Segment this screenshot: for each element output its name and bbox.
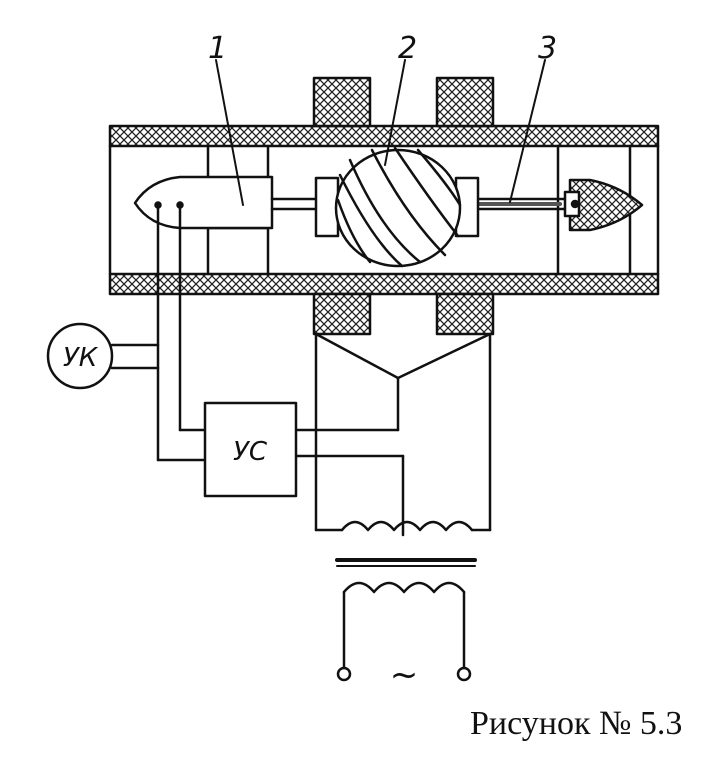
screw-rotor	[314, 146, 480, 268]
us-label: УС	[233, 437, 268, 467]
magnet-cores	[312, 76, 495, 336]
sensor-wires	[110, 203, 405, 537]
figure-caption: Рисунок № 5.3	[470, 705, 683, 742]
tube-housing	[108, 124, 660, 296]
part-3-label: 3	[538, 31, 557, 66]
ac-symbol: ~	[390, 655, 419, 695]
leader-lines	[215, 59, 546, 206]
us-box	[203, 401, 298, 498]
uk-meter	[46, 322, 114, 390]
core-branch	[314, 332, 492, 532]
part-1-label: 1	[208, 31, 227, 66]
cone-tip	[563, 178, 644, 232]
sensor-body	[133, 175, 274, 230]
uk-label: УК	[63, 343, 99, 373]
part-2-label: 2	[398, 31, 417, 66]
transformer	[314, 520, 492, 682]
shaft	[270, 197, 572, 211]
